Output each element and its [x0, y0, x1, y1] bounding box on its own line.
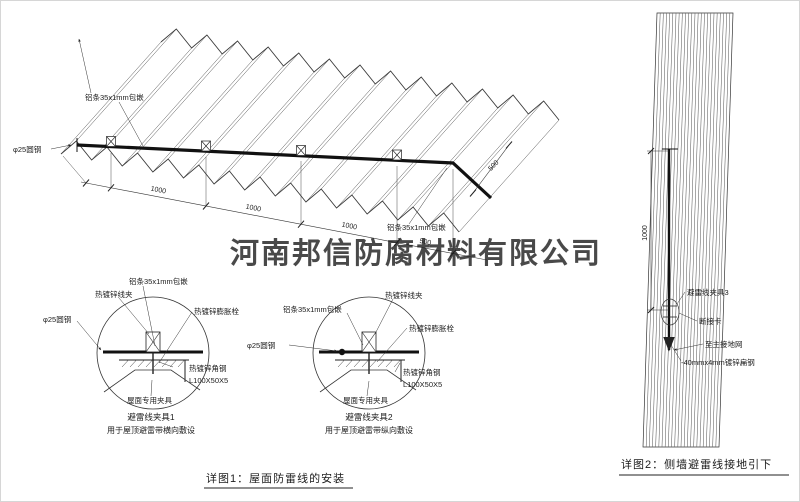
detail-circle-2: 铝条35x1mm包嵌 热镀锌线夹 热镀锌膨胀栓 φ25圆钢 热镀锌角钢 L100…: [247, 290, 454, 435]
detail-1-title: 避雷线夹具1: [127, 412, 175, 422]
detail-2-angle-label-line2: L100X50X5: [403, 380, 442, 389]
roof-dim-label-1: 1000: [150, 186, 167, 196]
wall-dimension-ticks: [647, 147, 655, 314]
detail-2-title: 避雷线夹具2: [345, 412, 393, 422]
roof-strip-label-top: 铝条35x1mm包嵌: [85, 92, 144, 102]
detail-1-angle-label-line1: 热镀锌角钢: [189, 363, 227, 373]
clamp-detail-callout-circle: [660, 298, 680, 326]
wall-dim-label: 1000: [642, 225, 649, 241]
detail-1-circle-outline: [96, 296, 210, 410]
roof-corrugated-sheets: [60, 28, 560, 233]
roof-dim-side-label: 500: [487, 159, 500, 172]
detail-2-clamp-label: 热镀锌线夹: [385, 290, 423, 300]
roof-dim-label-2: 1000: [245, 204, 262, 214]
angle-steel-hatching: [337, 360, 401, 368]
roof-wire-clamps: [106, 136, 402, 161]
detail-1-fixture-label: 屋面专用夹具: [127, 395, 172, 405]
wall-disconnect-label: 断接卡: [699, 316, 722, 326]
figure-2-caption: 详图2：侧墙避雷线接地引下: [621, 457, 772, 471]
roof-dim-label-3: 1000: [341, 222, 358, 232]
detail-2-rod-label: φ25圆钢: [247, 340, 275, 350]
roof-ridge-profile: [103, 369, 201, 393]
figure-1-caption: 详图1：屋面防雷线的安装: [206, 471, 345, 485]
detail-1-bolt-label: 热镀锌膨胀栓: [194, 306, 239, 316]
wall-section: [642, 12, 734, 448]
wall-clamp-label: 避雷线夹具3: [687, 287, 729, 297]
roof-leader-lines: [50, 38, 448, 225]
round-steel-cross-section: [338, 348, 346, 356]
roof-rod-label: φ25圆钢: [13, 144, 41, 154]
detail-2-fixture-label: 屋面专用夹具: [343, 395, 388, 405]
angle-steel-hatching: [121, 360, 185, 368]
detail-2-angle-label-line1: 热镀锌角钢: [403, 367, 441, 377]
detail-2-subtitle: 用于屋顶避雷带纵向敷设: [325, 425, 413, 435]
detail-circle-1: 铝条35x1mm包嵌 热镀锌线夹 热镀锌膨胀栓 φ25圆钢 热镀锌角钢 L100…: [43, 276, 239, 435]
detail-1-rod-label: φ25圆钢: [43, 314, 71, 324]
detail-2-strip-label: 铝条35x1mm包嵌: [283, 304, 342, 314]
detail-2-bolt-label: 热镀锌膨胀栓: [409, 323, 454, 333]
roof-strip-label-right: 铝条35x1mm包嵌: [387, 222, 446, 232]
detail-1-angle-label-line2: L100X50X5: [189, 376, 228, 385]
detail-1-clamp-label: 热镀锌线夹: [95, 289, 133, 299]
roof-dimension-lines: [62, 141, 513, 261]
roof-ridge-profile: [319, 369, 417, 393]
wall-flat-steel-label: -40mmx4mm镀锌扁钢: [681, 357, 755, 367]
wall-leader-lines: [670, 291, 704, 362]
detail-1-subtitle: 用于屋顶避雷带横向敷设: [107, 425, 195, 435]
watermark-text: 河南邦信防腐材料有限公司: [230, 237, 602, 270]
roof-dim-label-4: 500: [419, 238, 432, 247]
detail-2-leader-lines: [288, 298, 408, 397]
detail-1-strip-label: 铝条35x1mm包嵌: [129, 276, 188, 286]
detail-1-leader-lines: [76, 285, 193, 397]
detail-2-circle-outline: [312, 296, 426, 410]
wall-ground-label: 至主接地网: [705, 339, 743, 349]
